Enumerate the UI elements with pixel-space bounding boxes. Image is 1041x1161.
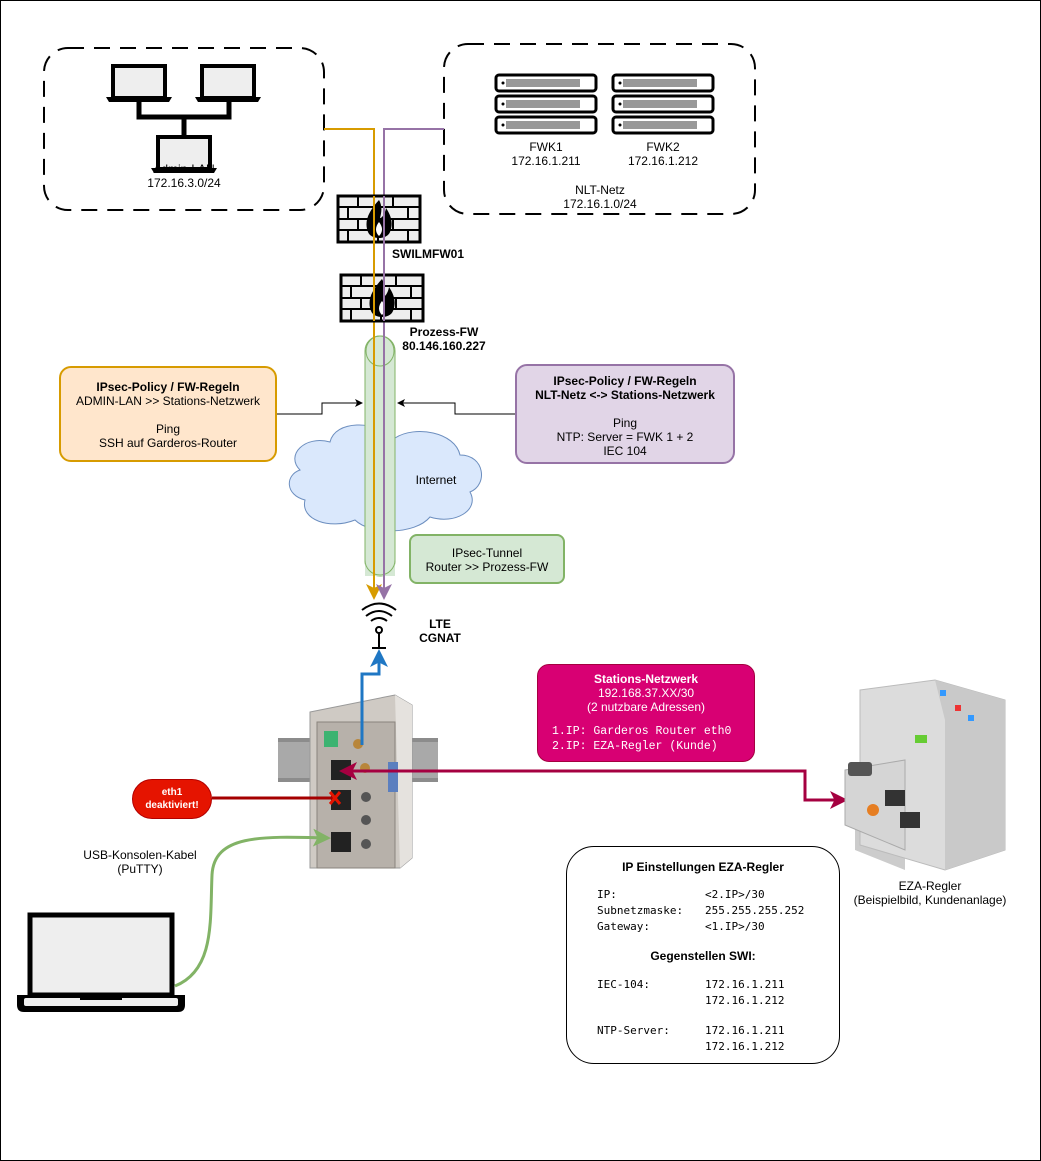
laptop-icon [151, 135, 217, 173]
policy-admin-ping: Ping [155, 422, 181, 436]
eza-settings-subtitle: Gegenstellen SWI: [650, 949, 756, 963]
router-lte-link [360, 649, 388, 745]
setting-key: Gateway: [597, 920, 650, 933]
iec104-label: IEC-104: [597, 978, 650, 991]
internet-label: Internet [415, 473, 457, 487]
ipsec-tunnel-subtitle: Router >> Prozess-FW [425, 560, 549, 574]
garderos-router-image [278, 694, 438, 869]
policy-admin-subtitle: ADMIN-LAN >> Stations-Netzwerk [75, 394, 261, 408]
swilmfw01-label: SWILMFW01 [392, 247, 464, 261]
eza-regler-note: (Beispielbild, Kundenanlage) [853, 893, 1007, 907]
eza-settings-box: IP Einstellungen EZA-Regler IP: <2.IP>/3… [566, 846, 840, 1064]
policy-nlt-ping: Ping [612, 416, 638, 430]
policy-nlt-subtitle: NLT-Netz <-> Stations-Netzwerk [535, 388, 715, 402]
fwk2-name: FWK2 [646, 140, 680, 154]
eth1-badge-title: eth1 [161, 787, 183, 798]
iec104-ip: 172.16.1.211 [705, 978, 785, 991]
prozess-fw-name: Prozess-FW [409, 325, 479, 339]
eza-regler-name: EZA-Regler [898, 879, 962, 893]
disabled-x-icon [328, 791, 342, 805]
ipsec-tunnel-title: IPsec-Tunnel [451, 546, 523, 560]
setting-value: 255.255.255.252 [705, 904, 805, 917]
policy-nlt-ntp: NTP: Server = FWK 1 + 2 [556, 430, 694, 444]
fwk1-ip: 172.16.1.211 [511, 154, 581, 168]
eza-setting-row: IP: [597, 888, 617, 901]
setting-value: <2.IP>/30 [705, 888, 765, 901]
eza-regler-image [844, 679, 1006, 871]
policy-nlt-connector [397, 399, 515, 415]
console-cable-link [174, 828, 331, 988]
console-laptop-icon [17, 912, 185, 1012]
fwk1-server-icon [494, 73, 598, 135]
eza-regler-label: EZA-Regler (Beispielbild, Kundenanlage) [845, 879, 1015, 907]
stations-netzwerk-box: Stations-Netzwerk 192.168.37.XX/30 (2 nu… [537, 664, 755, 762]
nlt-netz-link [376, 128, 444, 600]
stations-netzwerk-ip2: 2.IP: EZA-Regler (Kunde) [552, 740, 718, 753]
policy-admin-ssh: SSH auf Garderos-Router [98, 436, 238, 450]
fwk2-ip: 172.16.1.212 [627, 154, 699, 168]
fwk1-label: FWK1 172.16.1.211 [486, 140, 606, 168]
policy-admin-connector [277, 399, 363, 415]
ntp-server-label: NTP-Server: [597, 1024, 670, 1037]
eth1-deactivated-badge: eth1 deaktiviert! [132, 779, 212, 819]
iec104-ip: 172.16.1.212 [705, 994, 785, 1007]
ntp-server-ip: 172.16.1.212 [705, 1040, 785, 1053]
eth1-badge-status: deaktiviert! [145, 800, 199, 811]
policy-admin-title: IPsec-Policy / FW-Regeln [96, 380, 240, 394]
lte-antenna-icon [361, 602, 397, 649]
admin-lan-label: Admin-LAN 172.16.3.0/24 [124, 162, 244, 190]
admin-lan-link [324, 128, 382, 600]
admin-lan-subnet: 172.16.3.0/24 [147, 176, 221, 190]
prozess-fw-firewall-icon [339, 273, 425, 323]
nlt-netz-label: NLT-Netz 172.16.1.0/24 [540, 183, 660, 211]
policy-nlt-iec104: IEC 104 [603, 444, 647, 458]
usb-console-label: USB-Konsolen-Kabel (PuTTY) [70, 848, 210, 876]
lte-label: LTE CGNAT [415, 617, 465, 645]
stations-netzwerk-ip1: 1.IP: Garderos Router eth0 [552, 725, 732, 738]
policy-nlt-box: IPsec-Policy / FW-Regeln NLT-Netz <-> St… [515, 364, 735, 464]
admin-lan-name: Admin-LAN [153, 162, 215, 176]
swilmfw01-firewall-icon [336, 194, 422, 244]
stations-netzwerk-title: Stations-Netzwerk [593, 672, 699, 686]
fwk2-label: FWK2 172.16.1.212 [603, 140, 723, 168]
policy-admin-box: IPsec-Policy / FW-Regeln ADMIN-LAN >> St… [59, 366, 277, 462]
fwk1-name: FWK1 [529, 140, 563, 154]
laptop-icon [106, 64, 172, 102]
usb-console-tool: (PuTTY) [117, 862, 163, 876]
nlt-netz-name: NLT-Netz [575, 183, 625, 197]
usb-console-title: USB-Konsolen-Kabel [83, 848, 197, 862]
laptop-icon [195, 64, 261, 102]
admin-lan-laptops-icon [106, 64, 261, 173]
setting-key: IP: [597, 888, 617, 901]
setting-key: Subnetzmaske: [597, 904, 684, 917]
stations-netzwerk-note: (2 nutzbare Adressen) [586, 700, 706, 714]
ipsec-tunnel-box: IPsec-Tunnel Router >> Prozess-FW [409, 534, 565, 584]
setting-value: <1.IP>/30 [705, 920, 765, 933]
policy-nlt-title: IPsec-Policy / FW-Regeln [553, 374, 697, 388]
eza-settings-title: IP Einstellungen EZA-Regler [622, 860, 784, 874]
prozess-fw-label: Prozess-FW 80.146.160.227 [398, 325, 490, 353]
ntp-server-ip: 172.16.1.211 [705, 1024, 785, 1037]
nlt-netz-subnet: 172.16.1.0/24 [563, 197, 637, 211]
lte-title: LTE [429, 617, 451, 631]
fwk2-server-icon [611, 73, 715, 135]
lte-cgnat: CGNAT [419, 631, 461, 645]
stations-netzwerk-subnet: 192.168.37.XX/30 [597, 686, 695, 700]
prozess-fw-ip: 80.146.160.227 [402, 339, 486, 353]
